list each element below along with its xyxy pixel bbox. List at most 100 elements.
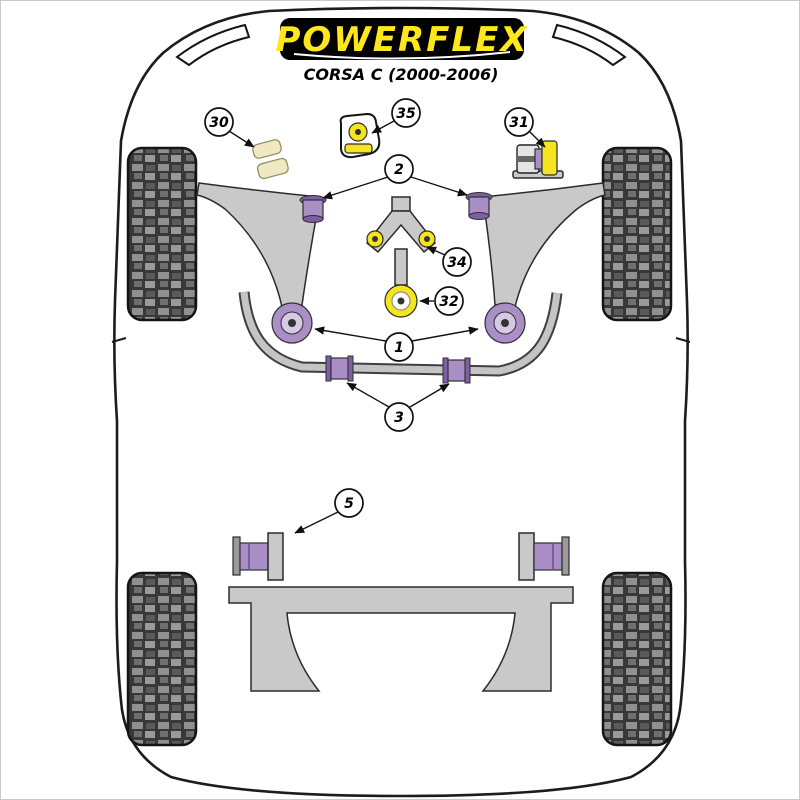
brand-text: POWERFLEX <box>275 20 528 60</box>
part-31-band <box>517 156 539 162</box>
callout-35-circle <box>391 98 421 128</box>
callout-30: 30 <box>204 107 234 137</box>
front-arm-bushing-left-bore <box>288 319 296 327</box>
leader-31 <box>528 130 546 148</box>
front-arm-bushing-right <box>484 302 526 344</box>
part-30-bush-b <box>256 157 289 180</box>
callout-31-number: 31 <box>509 115 528 131</box>
anti-roll-bar <box>238 291 563 384</box>
arb-bushing-left <box>325 355 354 382</box>
windshield-pillar-left-icon <box>175 23 251 67</box>
arb-bushing-left-flange-b <box>347 355 354 382</box>
center-washer-right-bore <box>424 236 430 242</box>
part-30-bush-a <box>252 139 282 159</box>
rear-bushing-left-body <box>239 542 269 571</box>
center-mount-lower-stem <box>394 248 408 286</box>
callout-1-circle <box>384 332 414 362</box>
callout-30-number: 30 <box>209 115 229 131</box>
leader-34 <box>426 246 446 256</box>
center-mount-stem <box>391 196 411 212</box>
front-arm-bushing-right-bore <box>501 319 509 327</box>
leader-1b <box>411 326 479 342</box>
leader-3a <box>346 382 390 408</box>
front-arm-bushing-left <box>271 302 313 344</box>
rear-bushing-right-body <box>533 542 563 571</box>
wishbone-right <box>482 182 606 308</box>
part-35-bushing-bore <box>355 129 361 135</box>
arb-bushing-right-flange-a <box>442 357 449 384</box>
part-31-gearbox-mount <box>512 140 564 179</box>
subframe-mount-right-base <box>468 212 490 220</box>
tire-rear-left <box>126 571 198 747</box>
rear-bushing-right-flange <box>561 536 570 576</box>
tire-front-right <box>601 146 673 322</box>
callout-31: 31 <box>504 107 534 137</box>
logo-background <box>280 18 524 60</box>
callout-5-circle <box>334 488 364 518</box>
part-31-bush <box>541 140 558 176</box>
callout-2: 2 <box>384 154 414 184</box>
arb-bushing-right-body <box>447 359 466 382</box>
callout-32-circle <box>434 286 464 316</box>
part-30-bush-kit <box>252 139 289 180</box>
tire-front-left <box>126 146 198 322</box>
callout-3: 3 <box>384 402 414 432</box>
arb-bushing-left-flange-a <box>325 355 332 382</box>
rear-axle-beam <box>228 586 574 692</box>
logo-swoosh-icon <box>293 51 511 60</box>
leader-35 <box>371 120 395 134</box>
callout-30-circle <box>204 107 234 137</box>
leader-2a <box>322 176 389 200</box>
center-washer-left-bore <box>372 236 378 242</box>
part-31-spacer <box>534 148 543 170</box>
rear-bushing-right <box>518 532 570 581</box>
front-subframe <box>196 182 606 344</box>
callout-3-number: 3 <box>394 410 404 426</box>
callout-2-number: 2 <box>394 162 404 178</box>
subframe-mount-left-base <box>302 215 324 223</box>
leader-5 <box>294 511 339 534</box>
callout-35: 35 <box>391 98 421 128</box>
subframe-mount-left <box>299 195 327 223</box>
model-title: CORSA C (2000-2006) <box>304 65 499 84</box>
callout-5: 5 <box>334 488 364 518</box>
arb-bushing-right-flange-b <box>464 357 471 384</box>
rear-bushing-right-bracket <box>518 532 535 581</box>
arb-bushing-right <box>442 357 471 384</box>
steering-rack-bushing-bore <box>397 297 405 305</box>
subframe-mount-right <box>465 192 493 220</box>
leader-lines <box>228 120 546 534</box>
body-seam-right <box>675 337 691 343</box>
callout-1: 1 <box>384 332 414 362</box>
tire-rear-right <box>601 571 673 747</box>
leader-30 <box>228 130 255 148</box>
callout-32: 32 <box>434 286 464 316</box>
callout-34-number: 34 <box>447 255 466 271</box>
callout-1-number: 1 <box>394 340 404 356</box>
callout-32-number: 32 <box>439 294 458 310</box>
part-35-engine-mount <box>339 112 381 159</box>
body-seam-left <box>111 337 127 343</box>
rear-axle <box>228 532 574 692</box>
part-35-insert <box>344 143 373 154</box>
arb-bushing-left-body <box>330 357 349 380</box>
callout-5-number: 5 <box>344 496 354 512</box>
leader-1a <box>314 326 387 342</box>
rear-bushing-left-flange <box>232 536 241 576</box>
callout-3-circle <box>384 402 414 432</box>
anti-roll-bar-body <box>240 291 561 375</box>
rear-bushing-left-bracket <box>267 532 284 581</box>
windshield-pillar-right-icon <box>551 23 627 67</box>
callout-35-number: 35 <box>396 106 416 122</box>
leader-3b <box>409 383 450 408</box>
rear-bushing-left <box>232 532 284 581</box>
callout-34: 34 <box>442 247 472 277</box>
leader-2b <box>410 176 468 197</box>
powerflex-logo: POWERFLEX <box>275 18 528 60</box>
wheels <box>126 146 673 747</box>
callout-31-circle <box>504 107 534 137</box>
wishbone-left <box>196 182 320 308</box>
callout-34-circle <box>442 247 472 277</box>
